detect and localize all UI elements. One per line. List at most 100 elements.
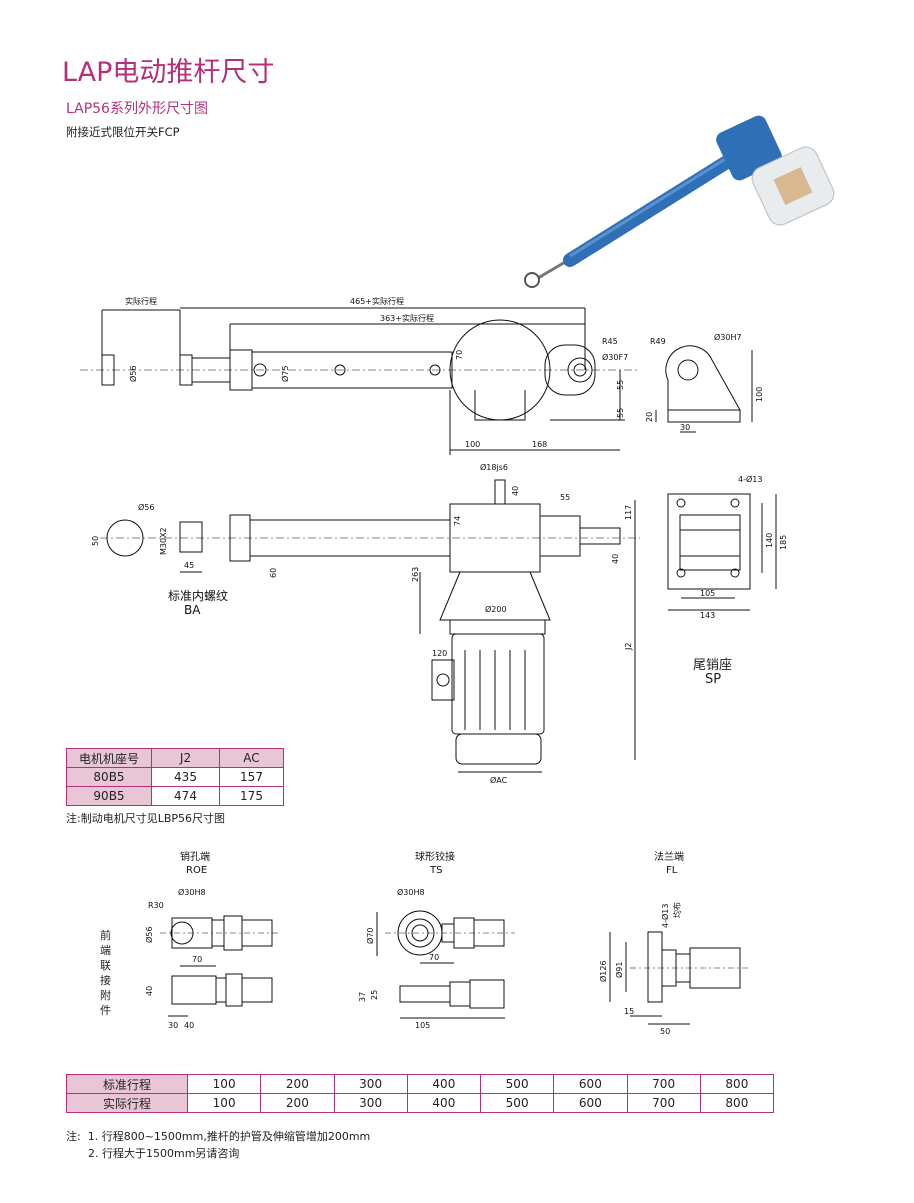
table-cell: 300	[333, 1093, 408, 1113]
ts-105: 105	[415, 1021, 430, 1030]
table-row: 90B5 474 175	[66, 786, 284, 806]
table-row: 80B5 435 157	[66, 767, 284, 787]
dim-side-20: 20	[645, 412, 654, 422]
dim-168: 168	[532, 440, 547, 449]
sp-holes: 4-Ø13	[738, 474, 762, 484]
table-row: 标准行程 100 200 300 400 500 600 700 800	[66, 1074, 775, 1094]
side-label-char: 联	[100, 959, 111, 972]
table-cell: 实际行程	[66, 1093, 188, 1113]
dim-actual-stroke: 实际行程	[125, 296, 157, 306]
fl-phi126: Ø126	[598, 960, 608, 982]
roe-30: 30	[168, 1021, 178, 1030]
dim-r49: R49	[650, 337, 666, 346]
ba-label-en: BA	[184, 603, 201, 617]
roe-drawing: 销孔端 ROE Ø30H8 R30 Ø56 70 40 30 40	[144, 850, 280, 1030]
roe-name-en: ROE	[186, 865, 207, 876]
sp-label-cn: 尾销座	[693, 658, 733, 673]
table-cell: 435	[151, 767, 220, 787]
sp-143: 143	[700, 611, 715, 620]
fl-even: 均布	[672, 902, 682, 918]
dim-mid-117: 117	[624, 505, 633, 520]
dim-m30x2: M30X2	[159, 527, 168, 555]
dim-mid-55: 55	[560, 493, 570, 502]
dim-side-100: 100	[755, 387, 764, 402]
motor-table: 电机机座号 J2 AC 80B5 435 157 90B5 474 175	[66, 748, 284, 806]
fl-drawing: 法兰端 FL 4-Ø13 均布 Ø126 Ø91 15 50	[598, 850, 750, 1036]
dim-mid-263: 263	[411, 567, 420, 582]
table-cell: 400	[406, 1074, 482, 1094]
dim-363: 363+实际行程	[380, 313, 434, 323]
side-label-char: 前	[100, 929, 111, 942]
table-cell: 200	[260, 1093, 335, 1113]
fl-phi91: Ø91	[614, 962, 624, 978]
fl-holes: 4-Ø13	[660, 904, 670, 928]
top-view-drawing: 实际行程 465+实际行程 363+实际行程 R45 Ø30F7 Ø56 Ø75…	[80, 296, 640, 455]
roe-name-cn: 销孔端	[180, 850, 210, 863]
table-cell: 100	[186, 1093, 262, 1113]
motor-table-header: J2	[151, 748, 220, 768]
dim-r45: R45	[602, 337, 618, 346]
dim-mid-50: 50	[91, 536, 100, 546]
dim-j2: J2	[624, 643, 633, 651]
dim-55a: 55	[616, 380, 625, 390]
header-note: 附接近式限位开关FCP	[66, 125, 180, 139]
ts-phi30h8: Ø30H8	[397, 887, 425, 897]
roe-70: 70	[192, 955, 202, 964]
ts-37: 37	[358, 992, 367, 1002]
sp-tail-seat-drawing: 4-Ø13 140 185 105 143	[667, 474, 788, 620]
roe-40: 40	[145, 986, 154, 996]
dim-70: 70	[455, 350, 464, 360]
attachments-side-label: 前 端 联 接 附 件	[100, 928, 114, 1018]
fl-15: 15	[624, 1007, 634, 1016]
table-cell: 175	[219, 786, 284, 806]
page-subtitle: LAP56系列外形尺寸图	[66, 101, 208, 117]
ba-label-cn: 标准内螺纹	[168, 589, 228, 603]
table-cell: 500	[479, 1093, 555, 1113]
ts-25: 25	[370, 990, 379, 1000]
side-label-char: 接	[100, 974, 111, 987]
dim-465: 465+实际行程	[350, 296, 404, 306]
table-cell: 700	[626, 1074, 701, 1094]
dim-phiac: ØAC	[490, 775, 508, 785]
dim-mid-74: 74	[453, 516, 462, 526]
note-line-2: 2. 行程大于1500mm另请咨询	[88, 1147, 240, 1160]
table-cell: 800	[699, 1074, 775, 1094]
ts-70: 70	[429, 953, 439, 962]
table-cell: 标准行程	[66, 1074, 188, 1094]
fl-50: 50	[660, 1027, 670, 1036]
table-cell: 800	[699, 1093, 775, 1113]
table-cell: 700	[626, 1093, 701, 1113]
roe-phi56: Ø56	[144, 927, 154, 943]
ts-name-cn: 球形铰接	[415, 850, 455, 863]
fl-name-en: FL	[666, 865, 678, 876]
roe-40b: 40	[184, 1021, 194, 1030]
dim-55b: 55	[616, 408, 625, 418]
table-cell: 157	[219, 767, 284, 787]
dim-mid-45: 45	[184, 561, 194, 570]
table-cell: 400	[406, 1093, 482, 1113]
dim-side-30: 30	[680, 423, 690, 432]
dim-phi30h7: Ø30H7	[714, 332, 742, 342]
table-cell: 600	[553, 1093, 628, 1113]
table-cell: 90B5	[66, 786, 152, 806]
stroke-table: 标准行程 100 200 300 400 500 600 700 800 实际行…	[66, 1074, 775, 1113]
dim-100: 100	[465, 440, 480, 449]
sp-105: 105	[700, 589, 715, 598]
dim-phi18js6: Ø18js6	[480, 462, 508, 472]
dim-mid-phi56: Ø56	[138, 502, 154, 512]
fl-name-cn: 法兰端	[654, 850, 684, 863]
table-cell: 80B5	[66, 767, 152, 787]
ts-name-en: TS	[429, 865, 442, 876]
motor-actuator-drawing: Ø18js6 40 55 117 Ø56 50 M30X2 74 60 45 2…	[91, 462, 640, 785]
motor-table-note: 注:制动电机尺寸见LBP56尺寸图	[66, 812, 226, 825]
side-label-char: 附	[100, 989, 111, 1002]
actuator-gearbox	[716, 115, 835, 226]
sp-140: 140	[765, 533, 774, 548]
side-bracket-drawing: R49 Ø30H7 100 20 30	[645, 332, 764, 433]
note-line-1: 1. 行程800~1500mm,推杆的护管及伸缩管增加200mm	[87, 1130, 371, 1143]
table-cell: 600	[553, 1074, 628, 1094]
dim-phi200: Ø200	[485, 604, 507, 614]
dim-mid-60: 60	[269, 568, 278, 578]
dim-mid-40: 40	[511, 486, 520, 496]
dim-120: 120	[432, 649, 447, 658]
